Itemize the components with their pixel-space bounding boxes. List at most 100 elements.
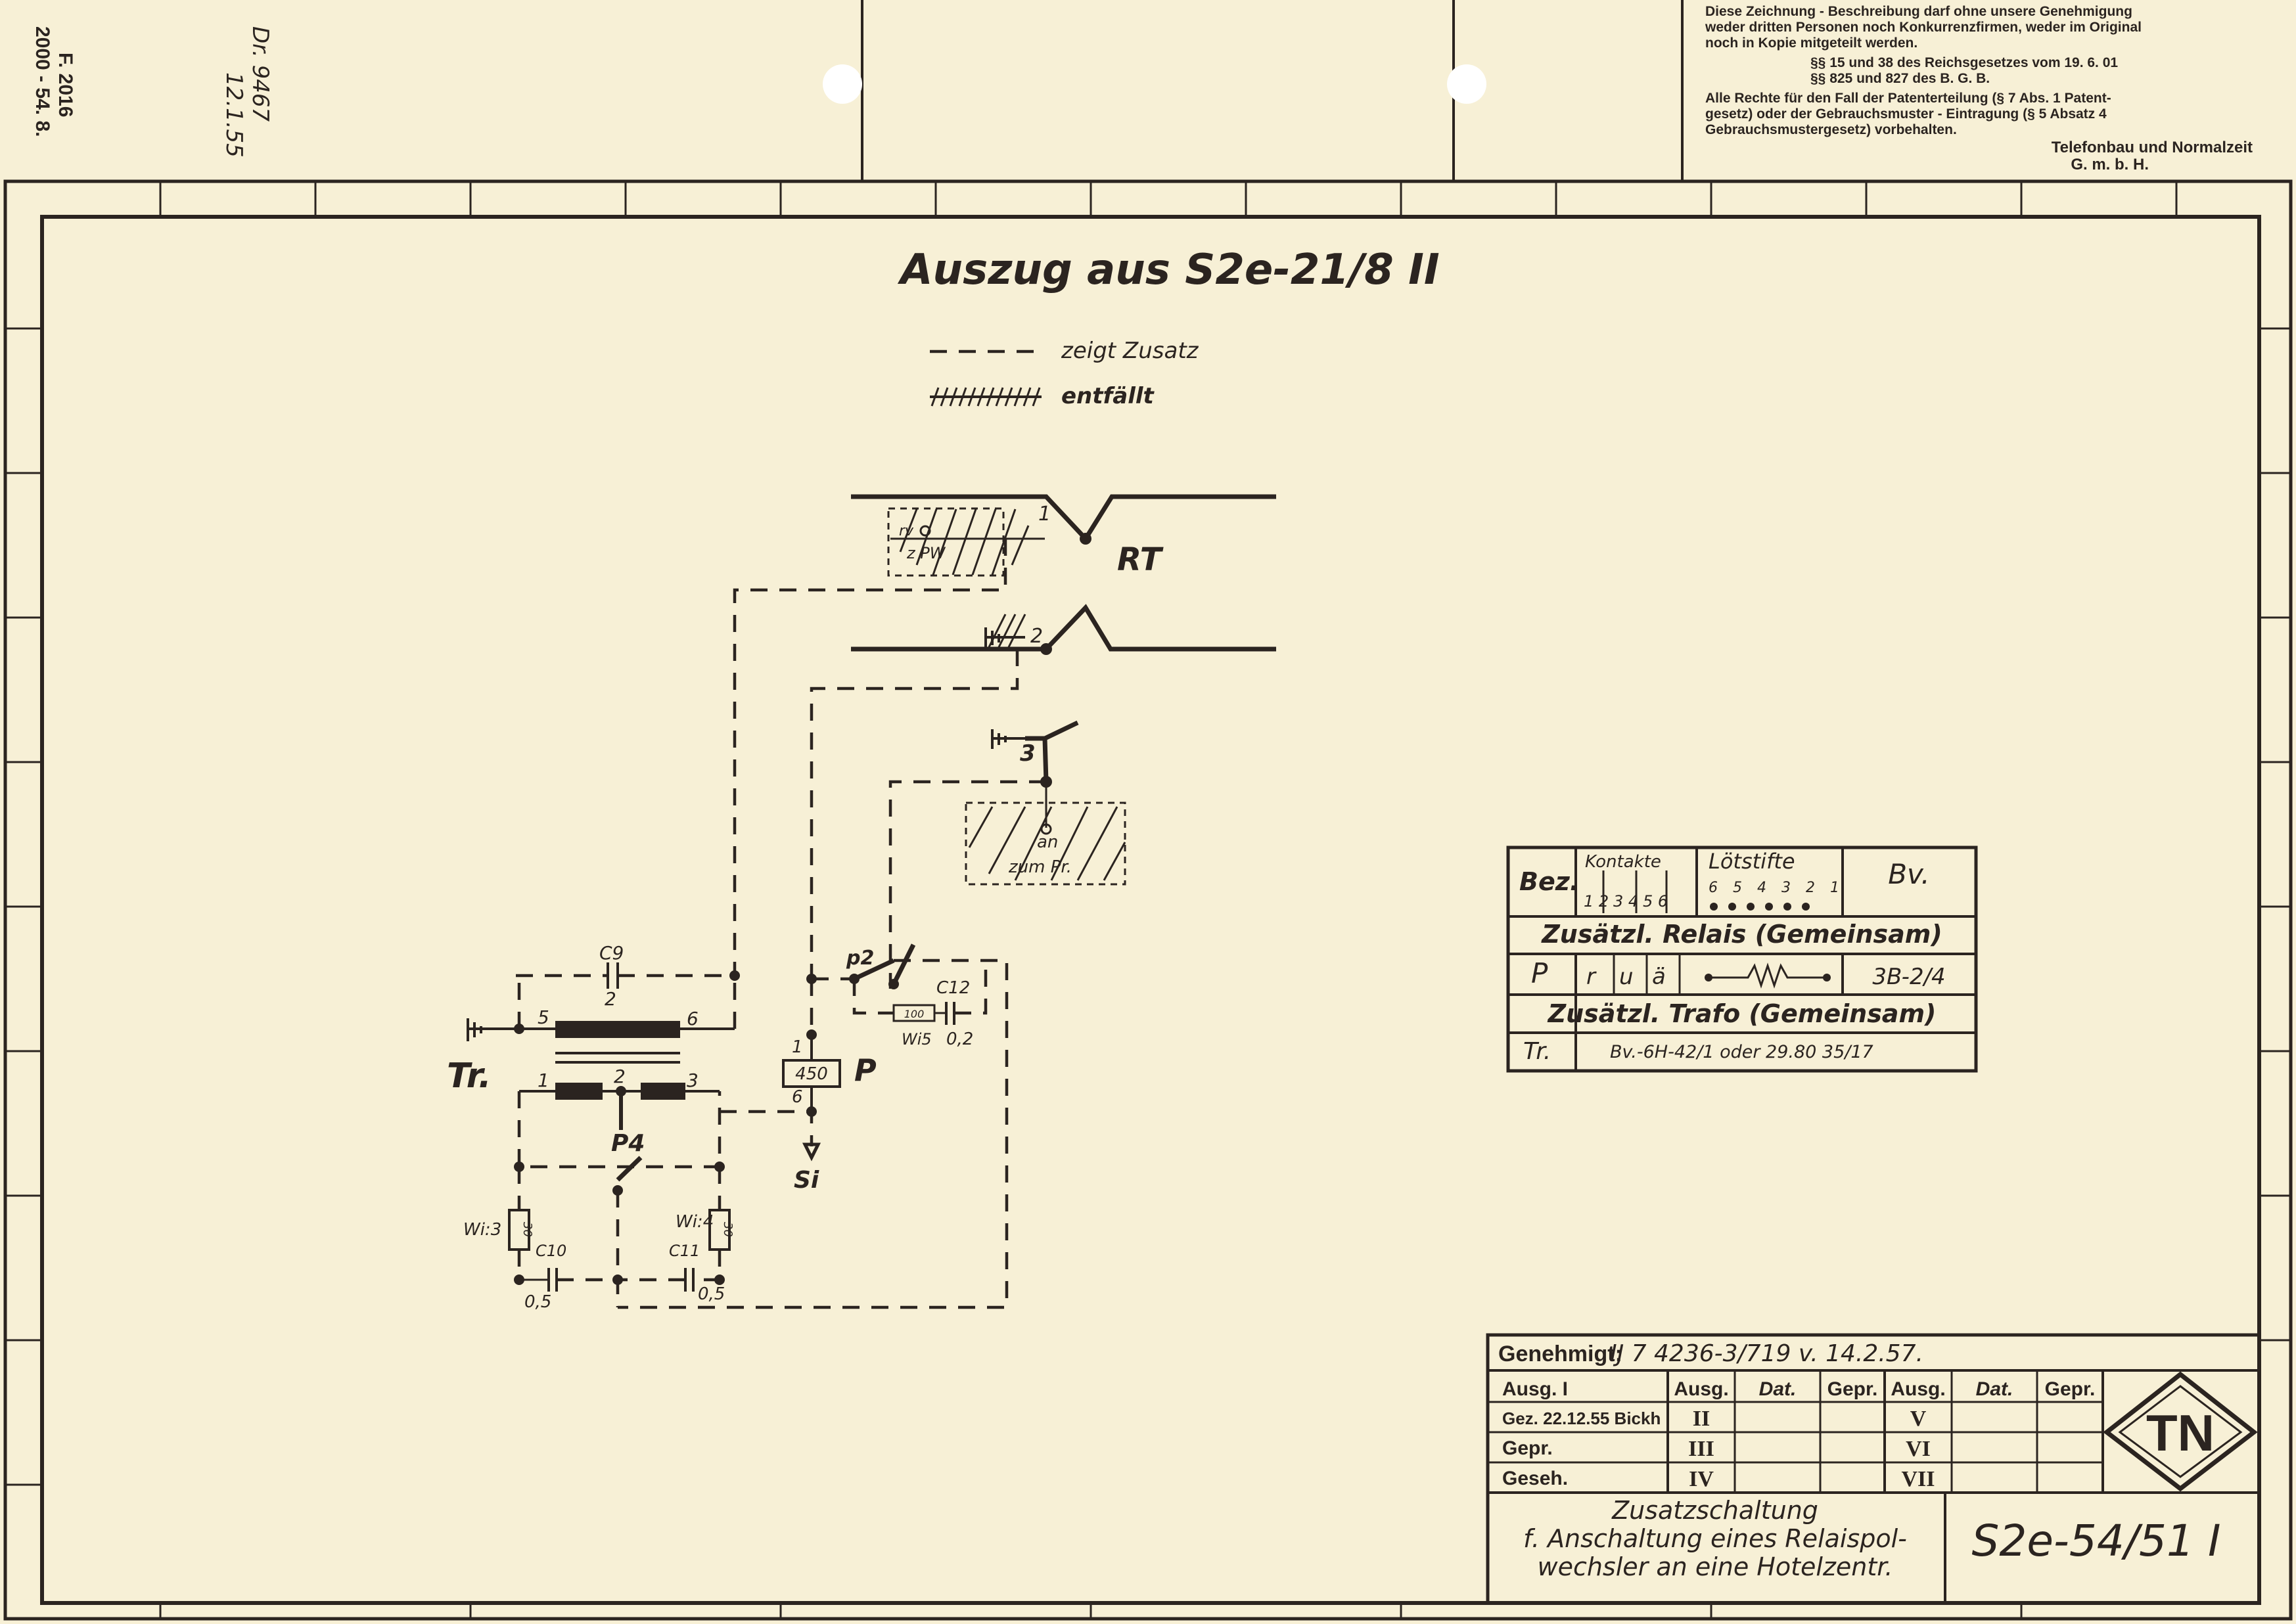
table-section-relais: Zusätzl. Relais (Gemeinsam)	[1541, 920, 1942, 949]
table-kontakte-col-2: 3 4	[1613, 892, 1638, 911]
table-row-p-k2: u	[1619, 964, 1634, 990]
tr-pin-1: 1	[538, 1070, 549, 1091]
tr-pin-2: 2	[614, 1066, 626, 1087]
contact-3-label: 3	[1020, 740, 1036, 767]
drawing-number: S2e-54/51 I	[1972, 1516, 2221, 1566]
ausg-ii: II	[1693, 1407, 1710, 1431]
rt-line-2	[851, 604, 1276, 652]
sheet-frame	[3, 0, 2293, 1621]
copyright-line: Alle Rechte für den Fall der Patentertei…	[1705, 91, 2111, 106]
description-line-1: Zusatzschaltung	[1611, 1496, 1818, 1525]
table-kontakte-col-1: 1 2	[1584, 892, 1609, 911]
copyright-line: §§ 825 und 827 des B. G. B.	[1810, 71, 1990, 86]
handwritten-note-2: 12.1.55	[221, 72, 247, 158]
transformer-winding-top	[555, 1021, 680, 1038]
drawing-title: Auszug aus S2e-21/8 II	[897, 246, 1440, 294]
copyright-notice: Diese Zeichnung - Beschreibung darf ohne…	[1705, 4, 2253, 173]
c12-label: C12	[936, 978, 970, 998]
si-label: Si	[794, 1167, 819, 1194]
rt-contact-1-dot	[1080, 533, 1091, 545]
wi5-label: Wi5	[902, 1030, 932, 1049]
z-pw-label: z PW	[906, 544, 946, 562]
transformer-winding-left	[555, 1083, 603, 1100]
table-row-tr-value: Bv.-6H-42/1 oder 29.80 35/17	[1610, 1042, 1873, 1062]
tr-pin-3: 3	[687, 1070, 699, 1091]
rt-line-1	[851, 494, 1276, 543]
col-gepr-right: Gepr.	[2045, 1378, 2096, 1400]
c9-value: 2	[605, 988, 616, 1010]
p2-label: p2	[846, 947, 874, 970]
genehmigt-value: IJ 7 4236-3/719 v. 14.2.57.	[1610, 1340, 1923, 1367]
contact-2-label: 2	[1030, 625, 1043, 648]
rv-label: rv	[899, 523, 914, 539]
legend-crossed-swatch	[930, 387, 1042, 407]
rv-pw-box	[887, 507, 1005, 577]
form-number-line2: 2000 - 54. 8.	[32, 26, 53, 137]
table-bv-header: Bv.	[1888, 858, 1930, 890]
col-ausg-right: Ausg.	[1891, 1378, 1945, 1400]
relay-p-label: P	[854, 1052, 877, 1088]
tn-logo: TN	[2103, 1371, 2258, 1492]
table-bez-header: Bez.	[1519, 867, 1579, 896]
c10-label: C10	[536, 1242, 566, 1260]
relay-table: Bez. Kontakte 1 2 3 4 5 6 Lötstifte 6 5 …	[1506, 846, 1978, 1073]
table-row-tr-bez: Tr.	[1523, 1038, 1551, 1065]
copyright-line: §§ 15 und 38 des Reichsgesetzes vom 19. …	[1810, 55, 2118, 70]
dashed-wire-a	[733, 539, 1007, 978]
table-loetstifte-numbers: 6 5 4 3 2 1	[1709, 880, 1845, 896]
table-row-p-bv: 3B-2/4	[1872, 964, 1945, 990]
ausg-v: V	[1910, 1407, 1927, 1431]
relay-p-pin-1: 1	[792, 1037, 803, 1057]
c11-label: C11	[669, 1242, 700, 1260]
copyright-line: Diese Zeichnung - Beschreibung darf ohne…	[1705, 4, 2132, 19]
punch-hole	[1447, 64, 1486, 104]
wi3-value: 30	[520, 1222, 534, 1237]
form-number-line1: F. 2016	[55, 53, 76, 117]
table-kontakte-header: Kontakte	[1585, 852, 1661, 872]
company-form: G. m. b. H.	[2071, 156, 2149, 173]
c9-label: C9	[599, 942, 624, 964]
c11-value: 0,5	[698, 1284, 725, 1304]
title-block: Genehmigt: IJ 7 4236-3/719 v. 14.2.57. A…	[1486, 1333, 2261, 1605]
table-loetstifte-header: Lötstifte	[1709, 849, 1795, 874]
description-line-3: wechsler an eine Hotelzentr.	[1538, 1552, 1893, 1581]
description-line-2: f. Anschaltung eines Relaispol-	[1523, 1524, 1907, 1553]
punch-hole	[823, 64, 862, 104]
rt-label: RT	[1117, 541, 1164, 578]
relay-p-pin-6: 6	[792, 1087, 803, 1107]
legend-dashed-label: zeigt Zusatz	[1061, 338, 1199, 364]
an-zum-pr-box	[965, 801, 1126, 886]
col-dat-left: Dat.	[1759, 1378, 1797, 1400]
ausg-iv: IV	[1689, 1467, 1714, 1491]
handwritten-note-1: Dr. 9467	[247, 26, 273, 122]
table-row-p-bez: P	[1531, 957, 1548, 989]
geseh-label: Geseh.	[1502, 1468, 1568, 1489]
legend-crossed-label: entfällt	[1061, 383, 1155, 409]
gepr-label: Gepr.	[1502, 1437, 1553, 1459]
tr-pin-6: 6	[687, 1008, 699, 1029]
ausg-iii: III	[1688, 1437, 1714, 1461]
dashed-wire-b	[810, 649, 1019, 979]
gez-label: Gez. 22.12.55 Bickh	[1502, 1409, 1661, 1428]
wi4-label: Wi:4	[676, 1212, 714, 1232]
col-ausg-left: Ausg.	[1674, 1378, 1728, 1400]
zum-pr-label: zum Pr.	[1008, 857, 1072, 877]
ausg-i-label: Ausg. I	[1502, 1378, 1568, 1400]
tn-logo-text: TN	[2146, 1404, 2215, 1462]
copyright-line: noch in Kopie mitgeteilt werden.	[1705, 35, 1917, 51]
legend: zeigt Zusatz entfällt	[930, 338, 1199, 409]
ausg-vii: VII	[1901, 1467, 1935, 1491]
table-section-trafo: Zusätzl. Trafo (Gemeinsam)	[1548, 999, 1937, 1028]
table-row-p-k1: r	[1586, 964, 1597, 990]
table-kontakte-col-3: 5 6	[1643, 892, 1668, 911]
wi3-label: Wi:3	[463, 1220, 501, 1240]
c10-value: 0,5	[524, 1292, 551, 1312]
relay-p-value: 450	[795, 1064, 828, 1084]
c12-value: 0,2	[946, 1029, 973, 1049]
transformer-label: Tr.	[447, 1056, 492, 1096]
circuit-schematic: 1 rv z PW RT 2 3 an zum Pr. C9 2	[447, 494, 1276, 1312]
copyright-line: Gebrauchsmustergesetz) vorbehalten.	[1705, 122, 1957, 137]
copyright-line: gesetz) oder der Gebrauchsmuster - Eintr…	[1705, 106, 2107, 122]
resistor-100-value: 100	[904, 1008, 925, 1020]
